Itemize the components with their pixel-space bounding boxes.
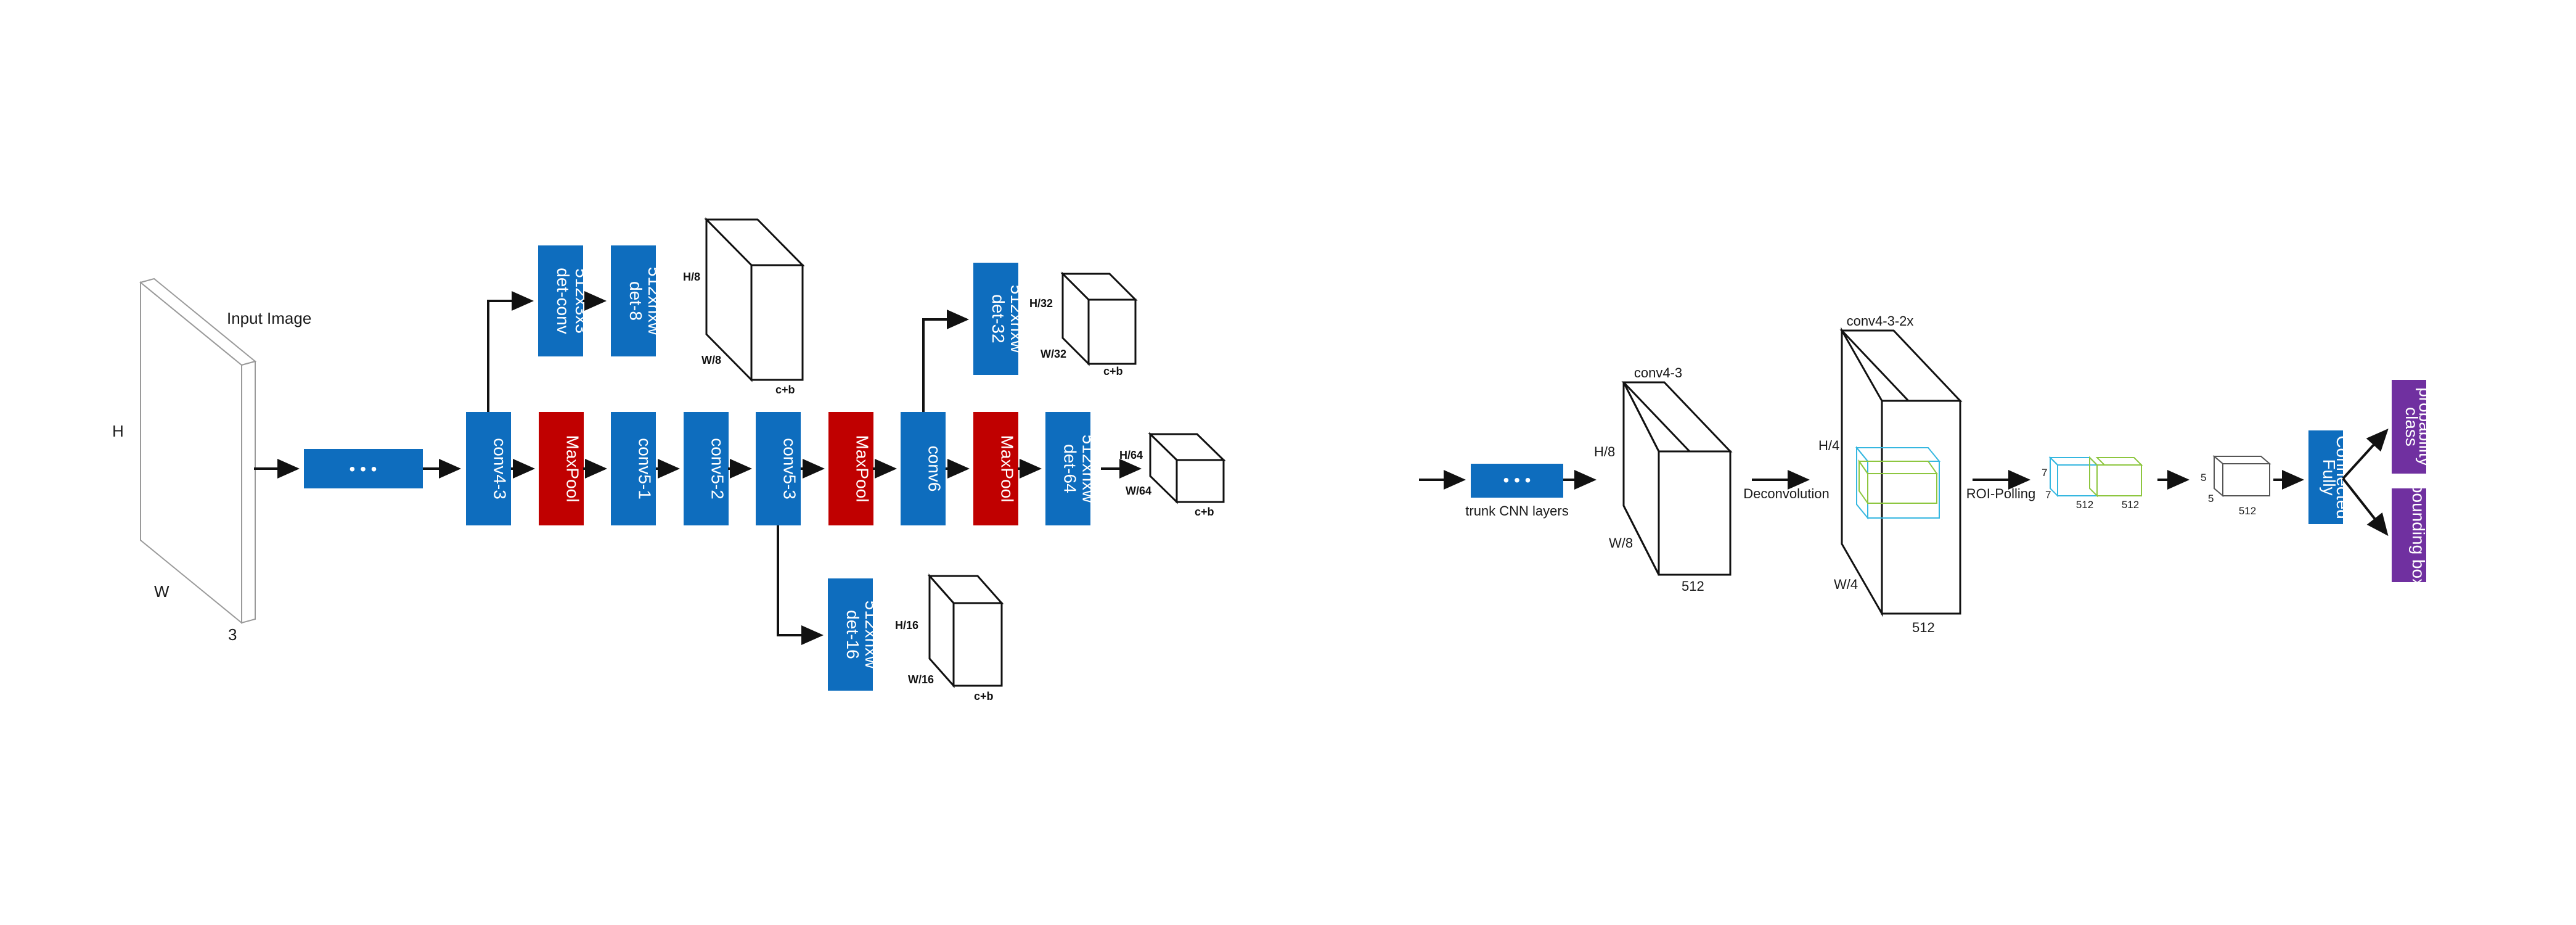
det-16-width-label: W/16	[908, 673, 934, 686]
arrow-conv53-to-det16	[777, 525, 824, 645]
det-16-size-label: 512xhxw	[862, 601, 881, 669]
det-32-channel-label: c+b	[1103, 365, 1123, 377]
det-16-label: det-16	[843, 610, 862, 659]
chain-block-9	[1045, 412, 1090, 525]
chain-block-6	[828, 412, 873, 525]
small-feature-box: 5 5 512	[2201, 454, 2271, 517]
det-16-block	[828, 578, 873, 691]
chain-block-8-label: MaxPool	[998, 435, 1017, 503]
input-width-label: W	[154, 582, 170, 601]
det-8-channel-label: c+b	[775, 384, 795, 396]
class-prob-line1: class	[2402, 407, 2421, 446]
chain-block-5	[756, 412, 801, 525]
det-64-height-label: H/64	[1119, 449, 1143, 461]
det-64-width-label: W/64	[1126, 485, 1151, 497]
conv43-width-label: W/8	[1609, 535, 1633, 551]
conv43-2x-title: conv4-3-2x	[1847, 313, 1914, 329]
arrow-fc-to-bbox	[2342, 477, 2389, 536]
chain-block-1	[466, 412, 511, 525]
chain-block-3	[611, 412, 656, 525]
arrow-conv43-to-detconv	[487, 291, 534, 412]
det-8-height-label: H/8	[683, 271, 700, 283]
chain-block-7-label: conv6	[925, 446, 944, 492]
fc-label-line1: Fully	[2320, 459, 2339, 495]
chain-block-2	[539, 412, 584, 525]
arrow-conv6-to-det32	[922, 310, 969, 412]
chain-block-4-label: conv5-2	[708, 438, 727, 500]
roi-channel-2-label: 512	[2122, 499, 2139, 511]
det-64-channel-label: c+b	[1195, 506, 1214, 518]
det-8-size-label: 512xhxw	[645, 267, 664, 335]
det-64-output-cube: H/64 W/64 c+b	[1119, 432, 1226, 518]
det-16-channel-label: c+b	[974, 690, 994, 702]
chain-block-4	[684, 412, 729, 525]
conv43-feature-map: conv4-3 H/8 W/8 512	[1594, 365, 1733, 594]
right-ellipsis-text: • • •	[1503, 471, 1531, 490]
trunk-cnn-label: trunk CNN layers	[1465, 503, 1568, 519]
roi-width-label: 7	[2045, 489, 2051, 501]
bounding-box-block	[2392, 488, 2426, 582]
det-conv-label: det-conv	[554, 268, 573, 334]
deconvolution-label: Deconvolution	[1743, 486, 1829, 501]
input-image-label: Input Image	[227, 309, 311, 327]
conv43-2x-height-label: H/4	[1818, 438, 1839, 453]
small-height-label: 5	[2201, 472, 2206, 483]
det-8-label: det-8	[626, 281, 645, 321]
bounding-box-label: bounding box	[2409, 483, 2428, 587]
class-prob-line2: probability	[2416, 387, 2435, 466]
roi-channel-1-label: 512	[2076, 499, 2093, 511]
chain-block-7	[901, 412, 946, 525]
chain-block-8	[973, 412, 1018, 525]
roi-pooling-label: ROI-Polling	[1966, 486, 2035, 501]
chain-block-6-label: MaxPool	[853, 435, 872, 503]
arrow-fc-to-class	[2342, 429, 2389, 480]
chain-block-5-label: conv5-3	[780, 438, 799, 500]
conv43-height-label: H/8	[1594, 444, 1615, 459]
input-image: Input Image H W 3	[112, 278, 311, 644]
det-32-label: det-32	[989, 294, 1008, 343]
det-8-block	[611, 245, 656, 356]
chain-block-9-size-label: 512xhxw	[1079, 435, 1098, 503]
small-channel-label: 512	[2239, 505, 2256, 517]
conv43-channel-label: 512	[1682, 578, 1704, 594]
chain-block-3-label: conv5-1	[636, 438, 655, 500]
input-channel-label: 3	[228, 625, 237, 644]
det-32-output-cube: H/32 W/32 c+b	[1029, 271, 1138, 377]
conv43-2x-feature-map: conv4-3-2x H/4 W/4 512	[1818, 313, 1963, 635]
class-probability-block	[2392, 380, 2426, 474]
chain-block-9-label: det-64	[1061, 444, 1080, 493]
left-ellipsis-text: • • •	[350, 459, 377, 479]
det-32-size-label: 512xhxw	[1007, 285, 1026, 353]
det-8-width-label: W/8	[701, 354, 721, 366]
main-chain: conv4-3 MaxPool conv5-1 conv5-2 conv5-3 MaxPo…	[466, 412, 1098, 525]
small-width-label: 5	[2208, 493, 2214, 504]
roi-height-label: 7	[2042, 467, 2047, 479]
det-16-height-label: H/16	[895, 619, 918, 631]
input-height-label: H	[112, 422, 124, 440]
roi-box-green	[1858, 459, 1938, 506]
left-ellipsis-block	[304, 449, 423, 488]
chain-block-1-label: conv4-3	[491, 438, 510, 500]
conv43-title: conv4-3	[1634, 365, 1682, 380]
det-16-output-cube: H/16 W/16 c+b	[895, 574, 1004, 702]
det-8-output-cube: H/8 W/8 c+b	[683, 217, 805, 396]
chain-block-2-label: MaxPool	[563, 435, 583, 503]
right-ellipsis-block	[1471, 464, 1563, 498]
det-conv-block	[538, 245, 583, 356]
fully-connected-block	[2308, 430, 2343, 524]
conv43-2x-channel-label: 512	[1912, 620, 1935, 635]
det-32-block	[973, 263, 1018, 375]
roi-pooled-output: 7 7 512 512	[2042, 456, 2143, 511]
det-32-height-label: H/32	[1029, 297, 1053, 310]
det-32-width-label: W/32	[1041, 348, 1066, 360]
conv43-2x-width-label: W/4	[1834, 577, 1858, 592]
